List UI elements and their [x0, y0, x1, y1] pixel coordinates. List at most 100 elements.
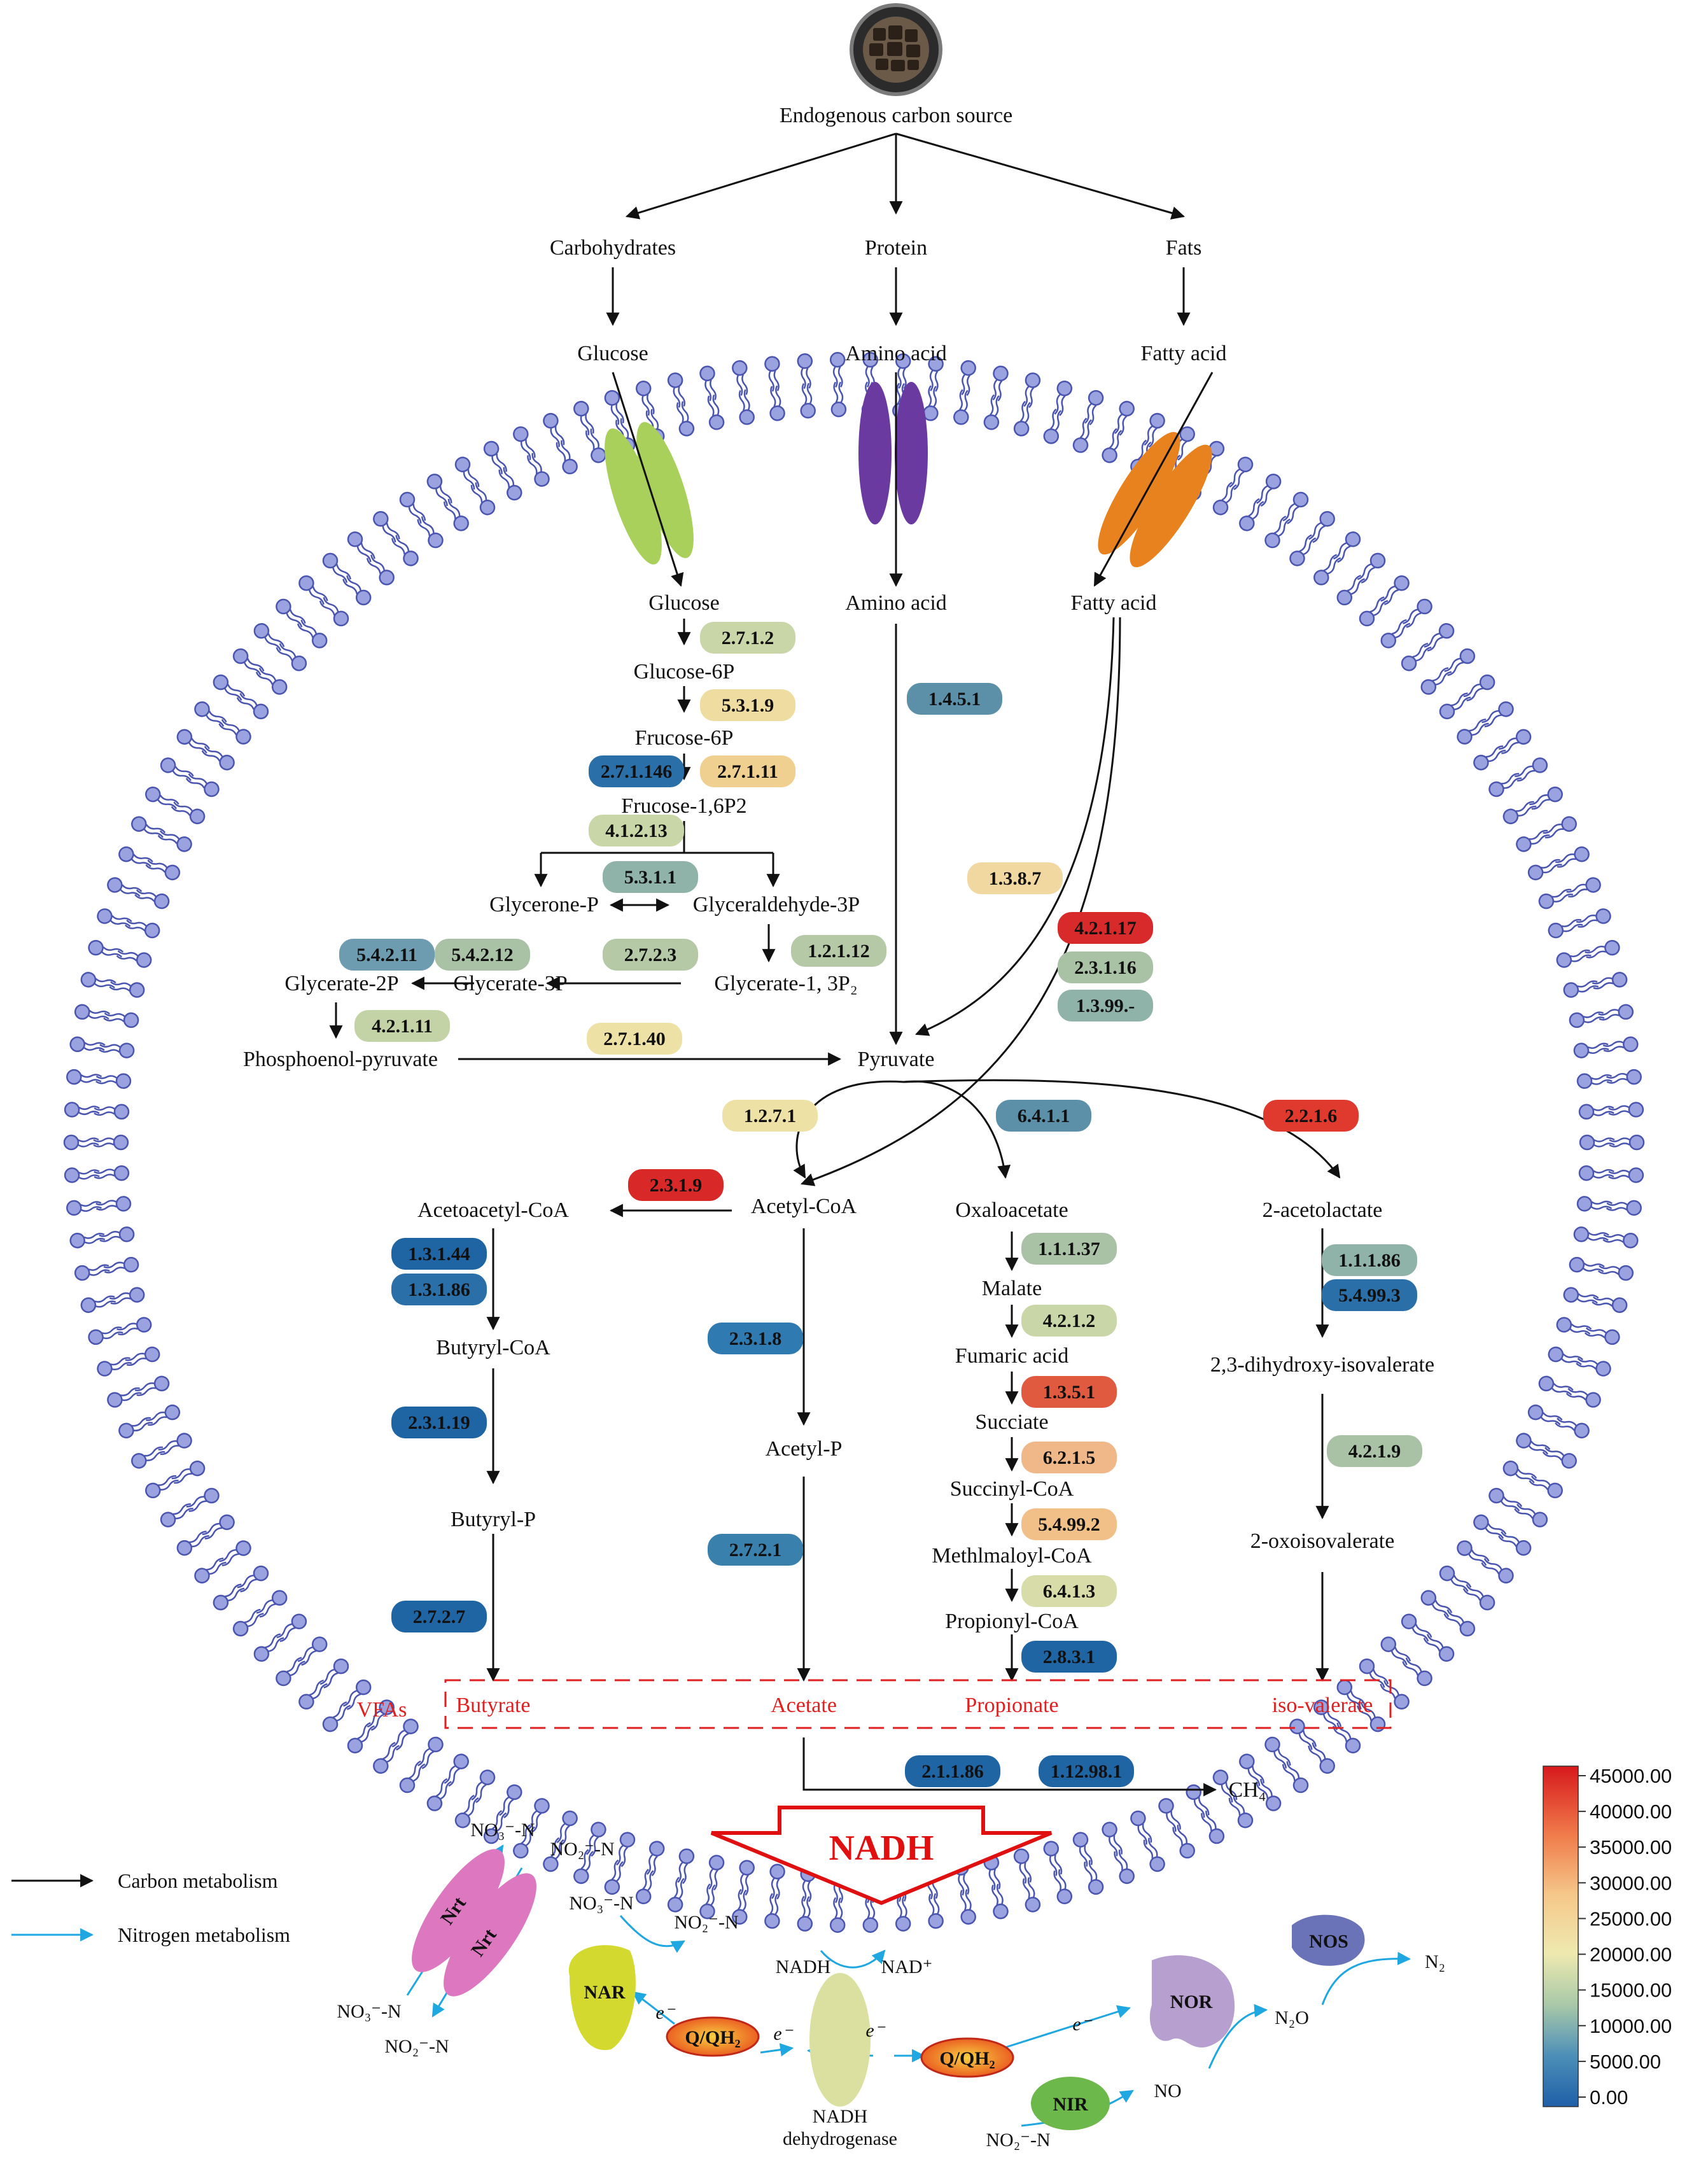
glucose-transporter	[605, 422, 694, 565]
lipid	[93, 1102, 130, 1120]
outer-fatty-acid-label: Fatty acid	[1140, 342, 1226, 365]
enzyme-label: 1.3.1.86	[408, 1279, 470, 1300]
lipid	[581, 426, 608, 465]
nadh-dehydrogenase	[809, 1973, 871, 2107]
glycerate-3p-label: Glycerate-3P	[453, 972, 567, 995]
enzyme-badge-fill	[1322, 1244, 1417, 1276]
legend-nitrogen-label: Nitrogen metabolism	[118, 1923, 290, 1946]
lipid	[735, 388, 756, 426]
enzyme-label: 1.1.1.37	[1038, 1239, 1100, 1260]
lipid	[1353, 550, 1389, 587]
fats-label: Fats	[1166, 236, 1202, 260]
no2-label-a: NO₂⁻-N	[550, 1839, 614, 1860]
lipid	[1579, 1134, 1616, 1151]
enzyme-badge: 2.7.1.2	[700, 622, 795, 654]
enzyme-label: 2.2.1.6	[1285, 1106, 1338, 1127]
enzyme-badge-fill	[700, 689, 795, 721]
lipid	[157, 755, 197, 786]
enzyme-label: 5.4.99.3	[1338, 1285, 1401, 1306]
lipid	[494, 1781, 525, 1821]
q-label-2: Q/QH₂	[939, 2048, 995, 2069]
enzyme-label: 2.7.2.3	[624, 944, 677, 965]
butyrate-label: Butyrate	[456, 1694, 530, 1717]
colorbar-tick-label: 15000.00	[1590, 1979, 1672, 2002]
lipid	[796, 353, 815, 390]
lipid	[1196, 1808, 1227, 1847]
nar-enzyme: NAR	[568, 1945, 636, 2051]
electron-label-1: e⁻	[655, 2002, 675, 2023]
lipid	[1334, 572, 1369, 608]
colorbar: 45000.0040000.0035000.0030000.0025000.00…	[1543, 1765, 1672, 2109]
nir-enzyme: NIR	[1031, 2077, 1110, 2130]
enzyme-label: 1.3.5.1	[1043, 1382, 1096, 1403]
lipid	[183, 1485, 222, 1516]
glycerone-p-label: Glycerone-P	[489, 893, 599, 916]
lipid	[183, 769, 222, 800]
enzyme-badge-fill	[791, 935, 886, 967]
lipid	[1183, 1781, 1214, 1821]
enzyme-label: 6.4.1.3	[1043, 1581, 1096, 1602]
enzyme-badge: 4.2.1.2	[1021, 1305, 1117, 1337]
enzyme-badge-fill	[589, 815, 684, 846]
enzyme-badge: 5.4.99.2	[1021, 1508, 1117, 1540]
lipid	[1110, 1847, 1137, 1886]
lipid	[63, 1134, 100, 1151]
frucose-16p2-label: Frucose-1,6P2	[621, 794, 746, 818]
labels: Endogenous carbon source Carbohydrates P…	[118, 104, 1445, 2151]
lipid	[174, 1527, 213, 1559]
enzyme-label: 1.3.8.7	[989, 868, 1042, 889]
lipid	[1513, 825, 1553, 855]
lipid	[216, 715, 254, 747]
lipid	[294, 615, 330, 652]
lipid	[94, 1195, 132, 1214]
lipid	[1500, 797, 1539, 827]
enzyme-badge: 2.2.1.6	[1263, 1100, 1359, 1132]
source-label: Endogenous carbon source	[780, 104, 1012, 127]
enzyme-badge: 5.4.2.12	[435, 939, 530, 971]
lipid	[1418, 1587, 1455, 1622]
lipid	[1607, 1101, 1644, 1119]
lipid	[922, 384, 942, 422]
enzyme-label: 2.7.2.7	[413, 1606, 466, 1627]
enzyme-badge: 2.3.1.16	[1058, 951, 1153, 983]
enzyme-label: 6.2.1.5	[1043, 1447, 1096, 1468]
enzyme-badge: 1.3.1.44	[391, 1238, 487, 1270]
enzyme-badge-fill	[1021, 1442, 1117, 1473]
lipid	[344, 1719, 379, 1757]
enzyme-badge: 1.2.7.1	[722, 1100, 818, 1132]
enzyme-badge-fill	[1039, 1755, 1134, 1787]
lipid	[1471, 1512, 1509, 1543]
no2-label-c: NO₂⁻-N	[384, 2036, 449, 2057]
lipid	[1527, 784, 1565, 814]
lipid	[1511, 1499, 1551, 1530]
enzyme-badge-fill	[1058, 990, 1153, 1021]
lipid	[251, 620, 288, 655]
lipid	[1278, 489, 1312, 527]
nos-enzyme: NOS	[1292, 1914, 1365, 1966]
glycerate-13p2-label: Glycerate-1, 3P₂	[714, 972, 857, 995]
lipid	[192, 1554, 230, 1587]
enzyme-badge: 2.8.3.1	[1021, 1641, 1117, 1673]
lipid	[132, 1373, 172, 1400]
lipid	[424, 471, 456, 509]
glyceraldehyde-3p-label: Glyceraldehyde-3P	[693, 893, 860, 916]
lipid	[1286, 531, 1320, 570]
enzyme-badge: 4.2.1.11	[354, 1010, 450, 1042]
no2-label-d: NO₂⁻-N	[986, 2130, 1050, 2151]
lipid	[253, 663, 290, 698]
lipid	[1224, 454, 1256, 493]
lipid	[1376, 572, 1413, 608]
methlmaloyl-coa-label: Methlmaloyl-CoA	[932, 1544, 1092, 1568]
carbohydrates-label: Carbohydrates	[550, 236, 676, 260]
lipid	[466, 1767, 498, 1806]
lipid	[1602, 1035, 1639, 1056]
enzyme-badge-fill	[967, 862, 1063, 894]
lipid	[1070, 1830, 1096, 1869]
lipid	[93, 1165, 130, 1183]
colorbar-tick-label: 0.00	[1590, 2086, 1628, 2109]
lipid	[766, 1863, 786, 1900]
lipid	[316, 1655, 352, 1692]
lipid	[129, 1442, 168, 1471]
electron-label-2: e⁻	[773, 2023, 793, 2044]
enzyme-label: 4.2.1.11	[372, 1016, 433, 1037]
